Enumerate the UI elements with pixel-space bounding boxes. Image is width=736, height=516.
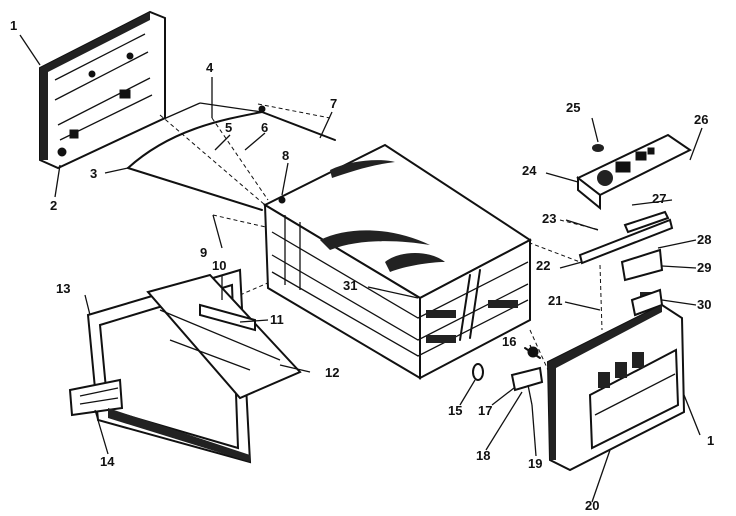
front-grille-assembly [68,268,302,464]
part-label-1b: 1 [707,433,714,448]
small-parts-center [472,346,544,406]
part-label-5: 5 [225,120,232,135]
part-label-10: 10 [212,258,226,273]
part-label-29: 29 [697,260,711,275]
part-label-11: 11 [270,312,284,327]
part-label-18: 18 [476,448,490,463]
part-label-7: 7 [330,96,337,111]
part-label-9: 9 [200,245,207,260]
part-label-23: 23 [542,211,556,226]
part-label-20: 20 [585,498,599,513]
part-label-24: 24 [522,163,537,178]
main-chassis [258,105,532,380]
part-label-27: 27 [652,191,666,206]
part-label-17: 17 [478,403,492,418]
front-end-panel [546,303,686,472]
part-label-19: 19 [528,456,542,471]
part-label-13: 13 [56,281,70,296]
part-label-31: 31 [343,278,357,293]
leader-lines [19,34,703,503]
part-labels: 1 2 3 4 5 6 7 8 9 10 11 12 13 14 15 16 1… [10,18,714,513]
part-label-22: 22 [536,258,550,273]
part-label-4: 4 [206,60,214,75]
control-panel-assembly [576,133,692,317]
part-label-14: 14 [100,454,115,469]
part-label-1a: 1 [10,18,17,33]
part-label-25: 25 [566,100,580,115]
part-label-12: 12 [325,365,339,380]
part-label-30: 30 [697,297,711,312]
part-label-6: 6 [261,120,268,135]
part-label-28: 28 [697,232,711,247]
part-label-15: 15 [448,403,462,418]
part-label-21: 21 [548,293,562,308]
cabinet-wrapper [127,102,336,211]
part-label-26: 26 [694,112,708,127]
part-label-3: 3 [90,166,97,181]
assembly-guide-lines [159,103,603,371]
part-label-16: 16 [502,334,516,349]
part-label-8: 8 [282,148,289,163]
rear-end-panel [39,10,166,170]
part-label-2: 2 [50,198,57,213]
